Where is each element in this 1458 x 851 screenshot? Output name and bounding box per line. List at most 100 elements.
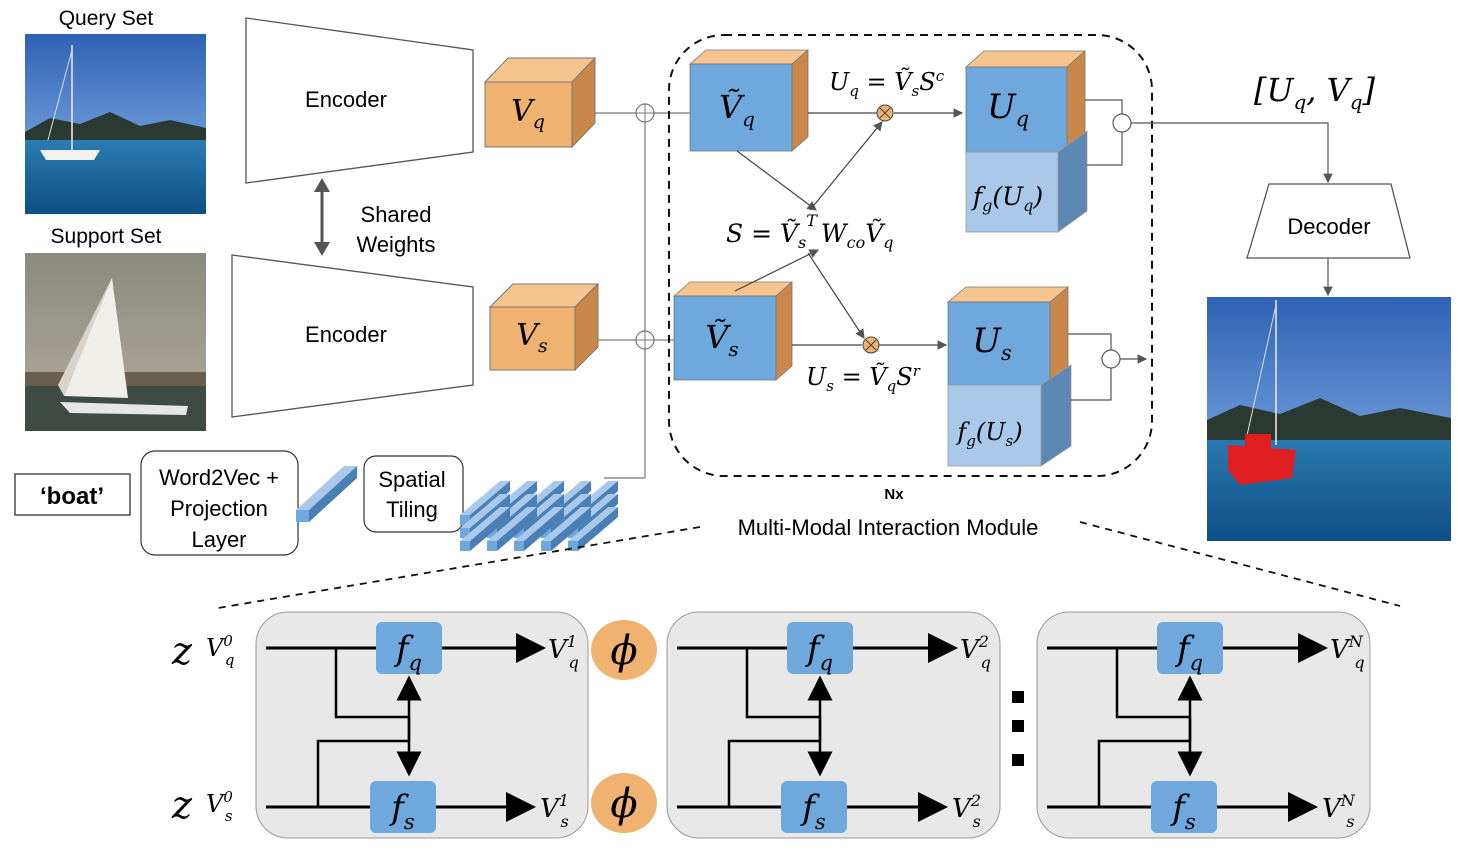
tile-front [514, 541, 524, 551]
word-label: ‘boat’ [40, 483, 104, 510]
tile-top [541, 507, 591, 541]
tile-side [497, 507, 537, 551]
tile-front [541, 528, 551, 538]
fq-block [787, 622, 853, 674]
vq-tilde-cube [688, 49, 810, 152]
detail-panel-2 [666, 611, 1001, 839]
spatial-tiling-line-1: Spatial [378, 467, 445, 492]
tile-top [514, 507, 564, 541]
tile-front [460, 528, 470, 538]
detail-panel-1 [255, 611, 589, 839]
fs-block [370, 781, 436, 833]
fg-us-label: fg(Us) [955, 418, 1022, 450]
tile-front [514, 528, 524, 538]
tile-front [541, 541, 551, 551]
vs-tilde-label: Ṽs [705, 318, 738, 361]
output-segmentation-image [1207, 297, 1451, 541]
concat-node-top [635, 103, 655, 123]
tile-front [487, 528, 497, 538]
merge-node-bottom [1101, 349, 1121, 369]
query-branch [745, 648, 820, 719]
tile-top [460, 494, 510, 528]
word2vec-line-2: Projection [170, 496, 268, 521]
support-branch [316, 739, 409, 807]
fg-uq-cube [965, 130, 1088, 233]
support-branch [727, 739, 820, 807]
query-set-title: Query Set [59, 7, 154, 30]
decoder-block [1246, 183, 1411, 259]
merge-node-top [1112, 113, 1132, 133]
uq-cube [964, 50, 1087, 157]
word-box [14, 473, 131, 516]
fg-uq-label: fg(Uq) [971, 182, 1043, 215]
repeat-label: Nx [884, 486, 904, 503]
vq-label: Vq [511, 94, 545, 133]
encoder-top-label: Encoder [305, 87, 387, 112]
multiply-node-bottom [862, 336, 880, 354]
fs-block [1151, 781, 1217, 833]
encoder-bottom [231, 254, 474, 418]
tile-front [568, 541, 578, 551]
word-vector-bar [296, 466, 357, 522]
decoder-input-label: [Uq, Vq] [1254, 71, 1376, 114]
tile-top [568, 507, 618, 541]
z-query: z [171, 629, 193, 673]
fq-block [1157, 622, 1223, 674]
tile-top [460, 481, 510, 515]
query-image [25, 34, 206, 214]
tile-side [578, 507, 618, 551]
decoder-label: Decoder [1287, 214, 1370, 239]
word2vec-line-3: Layer [191, 527, 246, 552]
phi-label-1: ϕ [610, 628, 637, 674]
shared-label-1: Shared [361, 202, 432, 227]
module-title: Multi-Modal Interaction Module [738, 515, 1039, 540]
detail-panel-3 [1036, 611, 1371, 839]
phi-node-2 [591, 773, 657, 833]
equation-uq: Uq = ṼsSc [829, 67, 945, 100]
encoder-top [245, 17, 474, 184]
vq-tilde-label: Ṽq [719, 88, 755, 131]
tile-front [460, 541, 470, 551]
tile-side [524, 507, 564, 551]
word2vec-box [140, 450, 299, 556]
word2vec-line-1: Word2Vec + [159, 465, 279, 490]
interaction-module-border [668, 34, 1153, 477]
equation-us: Us = ṼqSr [806, 362, 921, 395]
z-support: z [171, 783, 193, 827]
multiply-node-top [876, 104, 894, 122]
phi-label-2: ϕ [610, 781, 637, 827]
us-label: Us [972, 321, 1012, 365]
tile-top [487, 507, 537, 541]
query-branch [334, 648, 409, 719]
tile-front [568, 528, 578, 538]
vs-label: Vs [516, 318, 548, 357]
support-image [25, 253, 206, 431]
ellipsis-dot [1012, 691, 1024, 703]
ellipsis-dot [1012, 754, 1024, 766]
spatial-tiling-box [363, 455, 464, 533]
vs-tilde-cube [672, 281, 794, 381]
tile-front [487, 541, 497, 551]
fq-block [376, 622, 442, 674]
fg-us-cube [947, 364, 1072, 467]
ellipsis-dot [1012, 720, 1024, 732]
support-branch [1097, 739, 1190, 807]
tile-top [460, 507, 510, 541]
fs-block [781, 781, 847, 833]
tile-side [551, 507, 591, 551]
concat-node-bottom [635, 330, 655, 350]
vq-feature-cube [483, 56, 597, 149]
query-branch [1115, 648, 1190, 719]
uq-label: Uq [987, 87, 1029, 131]
